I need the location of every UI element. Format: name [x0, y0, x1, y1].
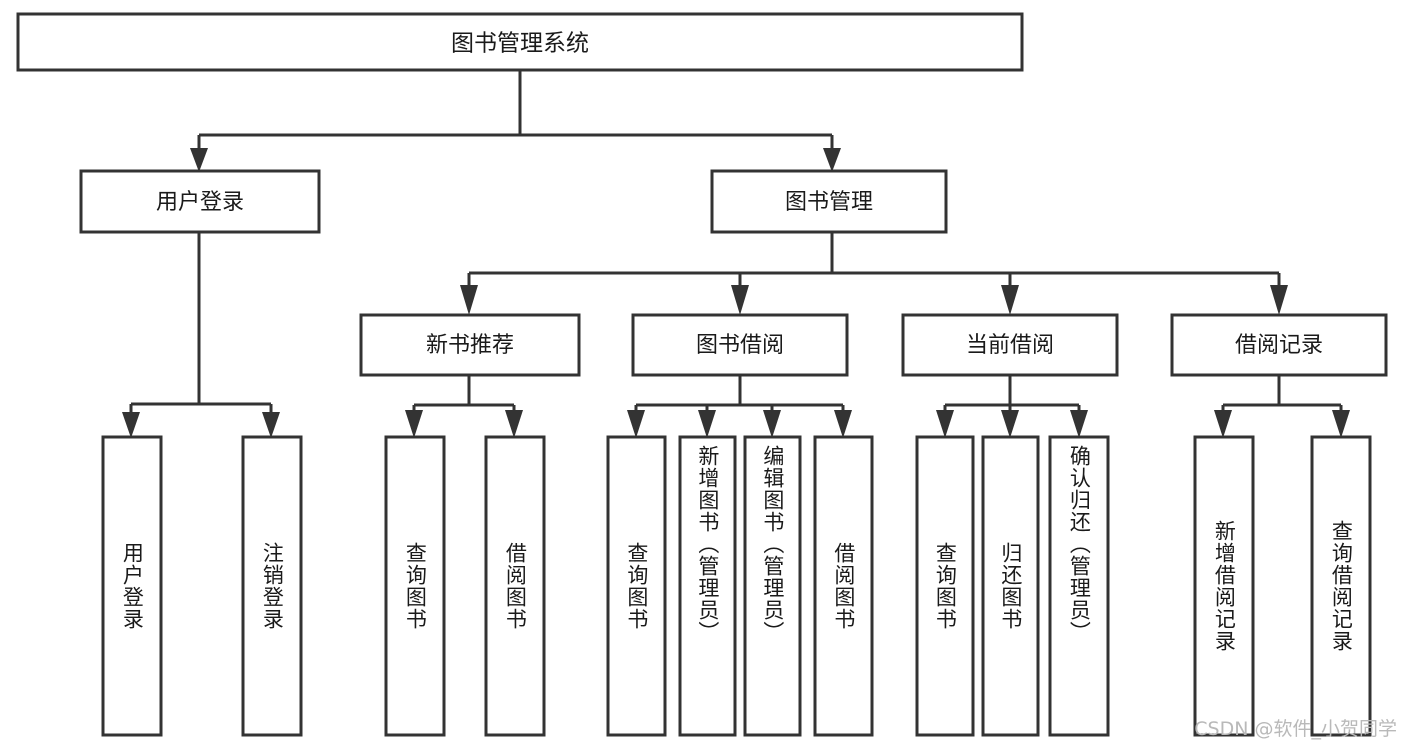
leaf-box-query-book-current[interactable]	[915, 435, 975, 737]
watermark: CSDN @软件_小贺同学	[1194, 718, 1397, 740]
connector-user-login-trunk	[129, 232, 273, 430]
node-new-book-recommend[interactable]: 新书推荐	[359, 313, 581, 377]
leaf-box-add-borrow-record[interactable]	[1193, 435, 1255, 737]
arrow-icon	[1332, 410, 1350, 438]
leaf-box-user-login[interactable]	[101, 435, 163, 737]
arrow-icon	[460, 285, 478, 315]
node-label: 图书管理系统	[451, 31, 589, 57]
node-label: 新书推荐	[426, 333, 514, 358]
node-label: 图书管理	[785, 190, 873, 215]
arrow-icon	[1270, 285, 1288, 315]
arrow-icon	[698, 410, 716, 438]
node-root-book-management-system[interactable]: 图书管理系统	[16, 12, 1024, 72]
arrow-icon	[1070, 410, 1088, 438]
arrow-icon	[1214, 410, 1232, 438]
arrow-icon	[122, 412, 140, 438]
arrow-icon	[763, 410, 781, 438]
arrow-icon	[190, 148, 208, 172]
leaf-box-confirm-return-admin[interactable]	[1048, 435, 1110, 737]
leaf-box-query-book-recommend[interactable]	[384, 435, 446, 737]
arrow-icon	[834, 410, 852, 438]
connector-book-borrow-trunk	[634, 375, 845, 430]
leaf-box-borrow-book[interactable]	[813, 435, 874, 737]
leaf-box-query-borrow-record[interactable]	[1310, 435, 1372, 737]
arrow-icon	[262, 412, 280, 438]
leaf-box-logout[interactable]	[241, 435, 303, 737]
arrow-icon	[936, 410, 954, 438]
arrow-icon	[1001, 285, 1019, 315]
arrow-icon	[823, 148, 841, 172]
arrowhead-group	[122, 148, 1350, 438]
node-book-management[interactable]: 图书管理	[710, 169, 948, 234]
node-label: 借阅记录	[1235, 333, 1323, 358]
leaf-box-query-book-borrow[interactable]	[606, 435, 667, 737]
node-label: 当前借阅	[966, 333, 1054, 358]
node-book-borrow[interactable]: 图书借阅	[631, 313, 849, 377]
node-label: 用户登录	[156, 190, 244, 215]
leaf-box-edit-book-admin[interactable]	[743, 435, 802, 737]
node-borrow-record[interactable]: 借阅记录	[1170, 313, 1388, 377]
arrow-icon	[1001, 410, 1019, 438]
connector-borrow-record-trunk	[1221, 375, 1343, 430]
arrow-icon	[405, 410, 423, 438]
node-current-borrow[interactable]: 当前借阅	[901, 313, 1119, 377]
leaf-box-add-book-admin[interactable]	[678, 435, 737, 737]
node-label: 图书借阅	[696, 333, 784, 358]
connector-root-trunk	[197, 70, 834, 163]
node-user-login[interactable]: 用户登录	[79, 169, 321, 234]
arrow-icon	[731, 285, 749, 315]
connector-book-mgmt-trunk	[467, 232, 1281, 307]
leaf-box-borrow-book-recommend[interactable]	[484, 435, 546, 737]
connector-new-book-trunk	[412, 375, 516, 430]
arrow-icon	[505, 410, 523, 438]
leaf-box-return-book[interactable]	[981, 435, 1040, 737]
arrow-icon	[627, 410, 645, 438]
